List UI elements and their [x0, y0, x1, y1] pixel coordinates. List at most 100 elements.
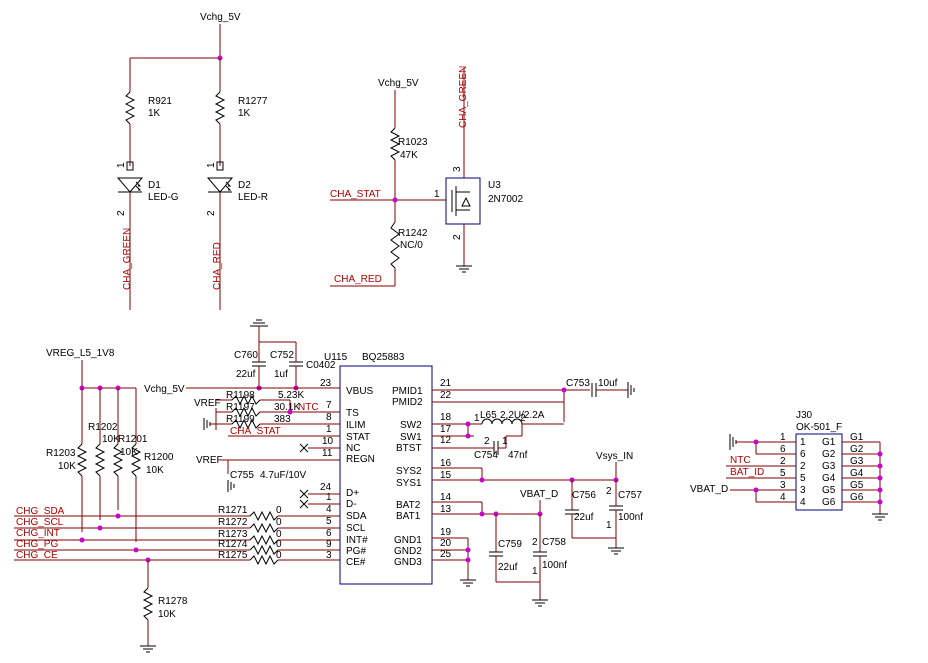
pin-num: 6	[326, 528, 332, 539]
vchg-charger-label: Vchg_5V	[144, 384, 185, 395]
c755-val: 4.7uF/10V	[260, 470, 306, 481]
resistor-r1023	[389, 127, 401, 161]
resistor-r1275	[249, 554, 279, 566]
pin-name-gnd2: GND2	[394, 546, 422, 557]
status-driver-section: Vchg_5V R1023 47K CHA_STAT 1 R1242 NC/0 …	[330, 66, 523, 287]
j30-g-outer: G5	[850, 480, 864, 491]
pin-name-gnd3: GND3	[394, 557, 422, 568]
pin-num: 21	[440, 378, 452, 389]
pin-name-vbus: VBUS	[346, 386, 374, 397]
pin-name-dm: D-	[346, 499, 357, 510]
vbat-conn-label: VBAT_D	[690, 484, 728, 495]
l65-p2: 2	[520, 413, 526, 424]
j30-body	[795, 433, 843, 511]
r1200-ref: R1200	[144, 452, 174, 463]
pin-name-scl: SCL	[346, 523, 366, 534]
chg-pg-label: CHG_PG	[16, 539, 58, 550]
chg-int-label: CHG_INT	[16, 528, 60, 539]
j30-g-outer: G2	[850, 444, 864, 455]
r1197-val: 30.1K	[274, 402, 300, 413]
l65-val: 2.2U/2.2A	[500, 410, 545, 421]
pin-num: 14	[440, 492, 452, 503]
junction	[465, 557, 471, 563]
r1273-ref: R1273	[218, 529, 248, 540]
c758-val: 100nf	[542, 560, 567, 571]
r1274-ref: R1274	[218, 539, 248, 550]
cha-green-left-label: CHA_GREEN	[122, 228, 133, 290]
pin-num: 5	[326, 516, 332, 527]
j30-pin-num: 2	[780, 456, 786, 467]
r1272-ref: R1272	[218, 517, 248, 528]
junction	[877, 499, 883, 505]
charger-output-section: C753 10uf 1 L65 2.2U/2.2A 2 2 1 C754 47n…	[432, 378, 643, 607]
ground-symbol	[532, 599, 548, 607]
u115-ref: U115	[324, 352, 348, 363]
cha-green-top-label: CHA_GREEN	[458, 66, 469, 128]
c757-p1: 1	[606, 520, 612, 531]
ground-symbol	[872, 513, 888, 521]
j30-g-label: G2	[822, 449, 836, 460]
junction	[133, 547, 139, 553]
d2-pin2: 2	[206, 210, 217, 216]
j30-pin-num-inner: 4	[800, 497, 806, 508]
j30-pin-num-inner: 6	[800, 449, 806, 460]
pin-num: 19	[440, 527, 452, 538]
pin-num: 1	[326, 424, 332, 435]
pin-name-pmid1: PMID1	[392, 386, 423, 397]
ground-symbol	[460, 579, 476, 587]
d2-val: LED-R	[238, 192, 268, 203]
junction	[877, 475, 883, 481]
d1-pin2: 2	[116, 210, 127, 216]
r1198-val: 5.23K	[278, 390, 304, 401]
resistor-r1278	[142, 587, 154, 621]
resistor-r1199	[231, 418, 261, 430]
j30-g-outer: G3	[850, 456, 864, 467]
j30-part: OK-501_F	[796, 422, 842, 433]
junction	[79, 537, 85, 543]
cha-stat-charger-label: CHA_STAT	[230, 426, 281, 437]
r1272-val: 0	[276, 517, 282, 528]
r1274-val: 0	[276, 539, 282, 550]
c759-val: 22uf	[498, 562, 518, 573]
c754-ref: C754	[474, 450, 498, 461]
resistor-r1277	[214, 91, 226, 125]
resistor-r1272	[249, 522, 279, 534]
pin-name-sda: SDA	[346, 511, 367, 522]
r1023-val: 47K	[400, 150, 418, 161]
r1201-ref: R1201	[118, 434, 148, 445]
pin-name-ilim: ILIM	[346, 420, 365, 431]
c756-ref: C756	[572, 490, 596, 501]
pin-num: 16	[440, 458, 452, 469]
pin-name-bat2: BAT2	[396, 500, 421, 511]
j30-ref: J30	[796, 410, 813, 421]
c758-p2: 2	[532, 537, 538, 548]
j30-g-label: G1	[822, 437, 836, 448]
vref1-label: VREF	[194, 398, 221, 409]
r1203-ref: R1203	[46, 448, 76, 459]
junction	[97, 525, 103, 531]
resistor-r1202	[94, 443, 106, 477]
pin-name-sw1: SW1	[400, 432, 422, 443]
vchg-top-label: Vchg_5V	[200, 12, 241, 23]
pin-num: 11	[322, 448, 333, 459]
r1202-ref: R1202	[88, 422, 118, 433]
vchg-mid-label: Vchg_5V	[378, 78, 419, 89]
j30-pin-num: 4	[780, 492, 786, 503]
ntc-conn-label: NTC	[730, 455, 751, 466]
r1242-ref: R1242	[398, 228, 428, 239]
r1199-val: 383	[274, 414, 291, 425]
junction	[115, 513, 121, 519]
j30-pin-num-inner: 1	[800, 437, 806, 448]
ground-symbol	[456, 265, 472, 273]
junction	[479, 477, 485, 483]
r1242-val: NC/0	[400, 240, 423, 251]
battery-connector-j30: J30 OK-501_F NTC BAT_ID VBAT_D 1 6 2 5 3…	[690, 410, 888, 521]
c754-p2: 1	[502, 436, 508, 447]
u115-body	[339, 365, 433, 585]
resistor-r1274	[249, 544, 279, 556]
r1271-ref: R1271	[218, 505, 248, 516]
pin-name-sw2: SW2	[400, 420, 422, 431]
pin-name-stat: STAT	[346, 432, 370, 443]
c757-ref: C757	[618, 490, 642, 501]
